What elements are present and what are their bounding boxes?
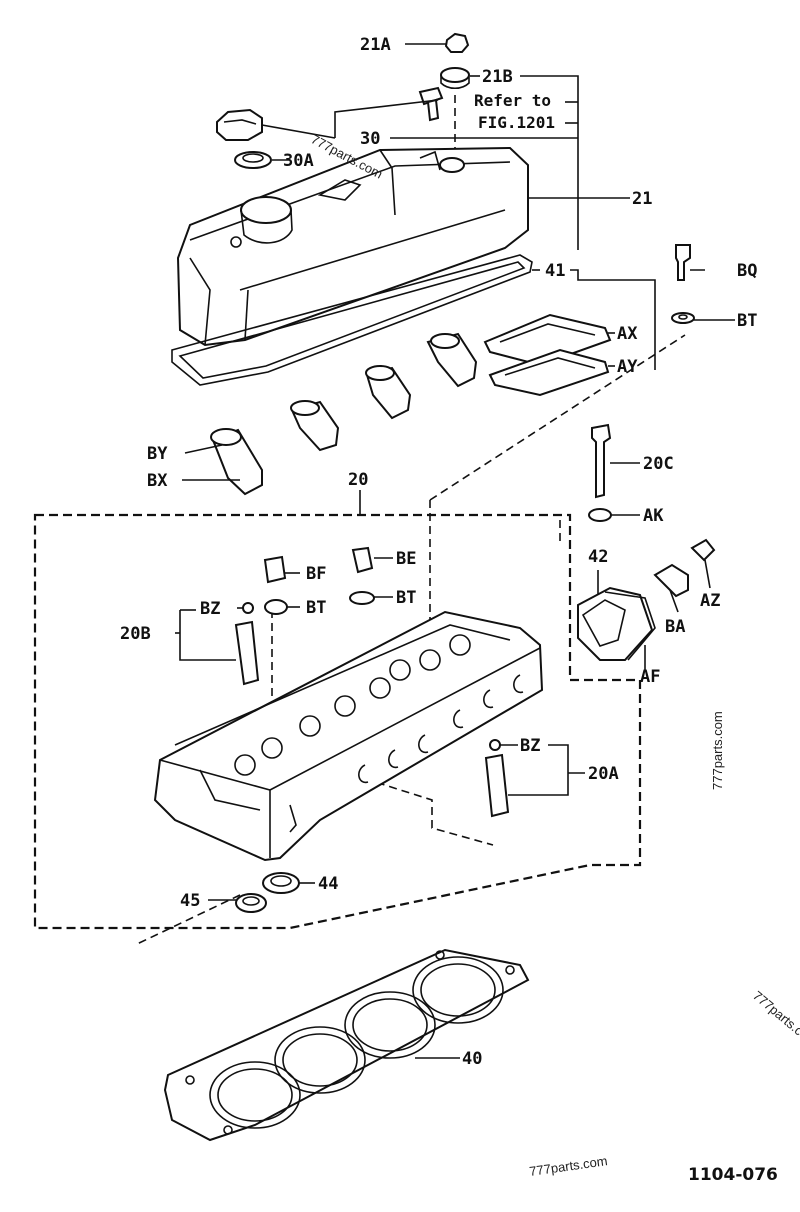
label-AX: AX: [617, 324, 638, 344]
label-AY: AY: [617, 357, 638, 377]
label-30: 30: [360, 129, 380, 149]
valve-guide-part: [484, 739, 510, 818]
refer-to-text: Refer to: [474, 91, 551, 110]
plate-part: [483, 313, 612, 397]
stud-bolt-part: [671, 244, 695, 324]
label-BT-mid2: BT: [306, 598, 326, 618]
label-AK: AK: [643, 506, 664, 526]
label-41: 41: [545, 261, 565, 281]
label-BT-top: BT: [737, 311, 757, 331]
label-20A: 20A: [588, 764, 619, 784]
label-21A: 21A: [360, 35, 391, 55]
label-20C: 20C: [643, 454, 674, 474]
leader-lines: [175, 43, 735, 1059]
label-BZ-right: BZ: [520, 736, 540, 756]
label-44: 44: [318, 874, 338, 894]
head-bolt-part: [588, 423, 612, 522]
valve-cover-part: [176, 146, 529, 347]
label-BE: BE: [396, 549, 416, 569]
label-20: 20: [348, 470, 368, 490]
label-BZ-left: BZ: [200, 599, 220, 619]
spark-plug-tube-part: [210, 332, 478, 496]
label-20B: 20B: [120, 624, 151, 644]
union-fitting-part: [234, 546, 375, 686]
fig-reference: FIG.1201: [478, 113, 555, 132]
label-21: 21: [632, 189, 652, 209]
cover-nut-part: [418, 32, 470, 122]
water-outlet-plate-part: [577, 538, 716, 661]
watermark-bottom: 777parts.com: [528, 1153, 608, 1179]
label-BT-mid1: BT: [396, 588, 416, 608]
oil-filler-cap-part: [216, 108, 272, 169]
label-40: 40: [462, 1049, 482, 1069]
label-21B: 21B: [482, 67, 513, 87]
watermark-edge: 777parts.com: [750, 988, 800, 1050]
label-AZ: AZ: [700, 591, 720, 611]
label-AF: AF: [640, 667, 660, 687]
label-BQ: BQ: [737, 261, 757, 281]
label-30A: 30A: [283, 151, 314, 171]
label-BA: BA: [665, 617, 685, 637]
label-42: 42: [588, 547, 608, 567]
label-BX: BX: [147, 471, 168, 491]
watermark-right: 777parts.com: [710, 711, 725, 790]
head-gasket-part: [163, 948, 530, 1142]
figure-code: 1104-076: [688, 1165, 778, 1185]
valve-cover-gasket-part: [171, 254, 533, 386]
label-45: 45: [180, 891, 200, 911]
label-BF: BF: [306, 564, 326, 584]
label-BY: BY: [147, 444, 168, 464]
seal-ring-part: [235, 872, 300, 913]
assembly-20-boundary: [33, 513, 642, 930]
cylinder-head-part: [153, 610, 544, 862]
